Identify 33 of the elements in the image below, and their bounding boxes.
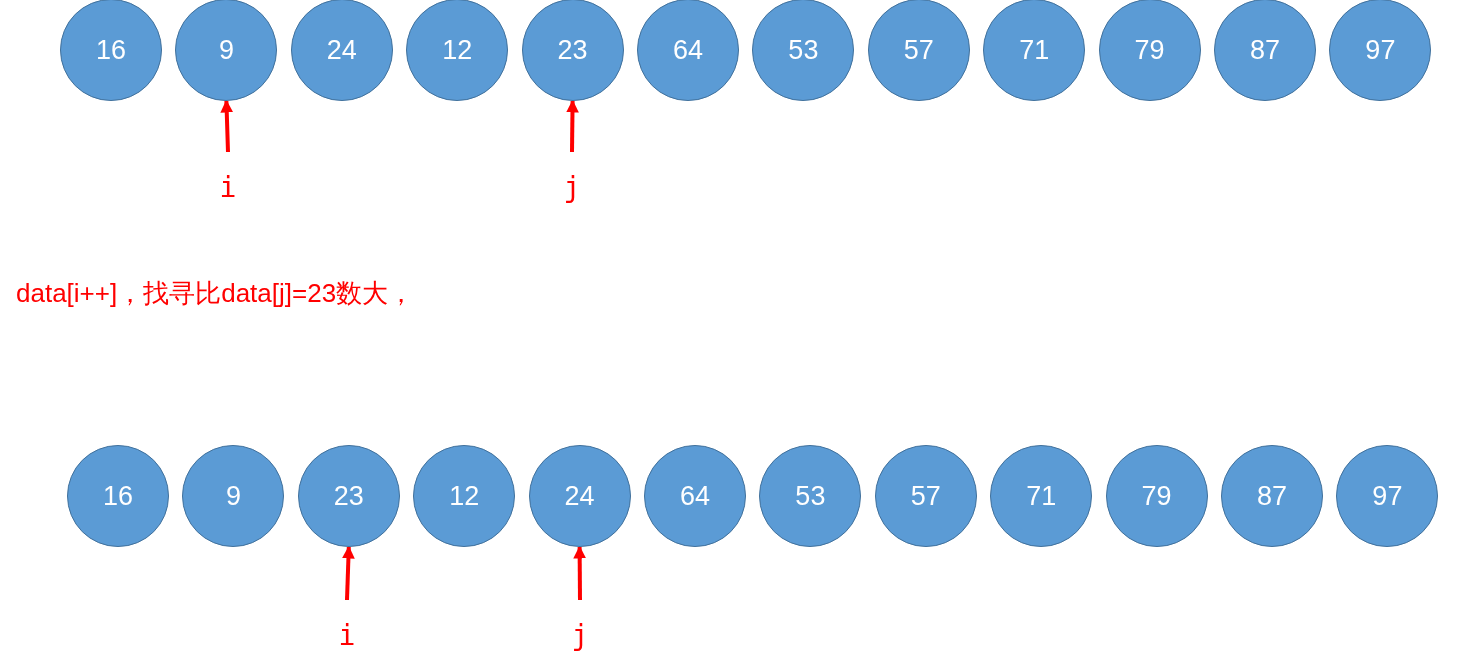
arrow — [573, 545, 587, 600]
number-label: 57 — [910, 480, 941, 512]
pointer-label: i — [338, 620, 356, 652]
number-label: 16 — [102, 480, 133, 512]
number-label: 12 — [449, 480, 480, 512]
number-label: 87 — [1256, 480, 1287, 512]
number-label: 87 — [1249, 34, 1280, 66]
number-label: 24 — [564, 480, 595, 512]
number-label: 9 — [218, 34, 234, 66]
number-label: 53 — [788, 34, 819, 66]
number-label: 23 — [557, 34, 588, 66]
arrow — [220, 99, 234, 153]
arrow — [566, 99, 579, 153]
pointer-label: j — [571, 620, 589, 652]
number-label: 23 — [333, 480, 364, 512]
number-label: 97 — [1372, 480, 1403, 512]
number-label: 97 — [1365, 34, 1396, 66]
note-text: data[i++]，找寻比data[j]=23数大， — [16, 277, 415, 310]
number-label: 79 — [1141, 480, 1172, 512]
pointer-label: i — [219, 172, 237, 204]
number-label: 79 — [1134, 34, 1165, 66]
number-label: 57 — [903, 34, 934, 66]
number-label: 71 — [1026, 480, 1057, 512]
number-label: 53 — [795, 480, 826, 512]
number-label: 64 — [679, 480, 710, 512]
number-label: 64 — [672, 34, 703, 66]
number-label: 12 — [442, 34, 473, 66]
number-label: 9 — [225, 480, 241, 512]
number-label: 71 — [1019, 34, 1050, 66]
number-label: 16 — [95, 34, 126, 66]
arrow — [342, 545, 355, 601]
pointer-label: j — [563, 172, 581, 204]
number-label: 24 — [326, 34, 357, 66]
